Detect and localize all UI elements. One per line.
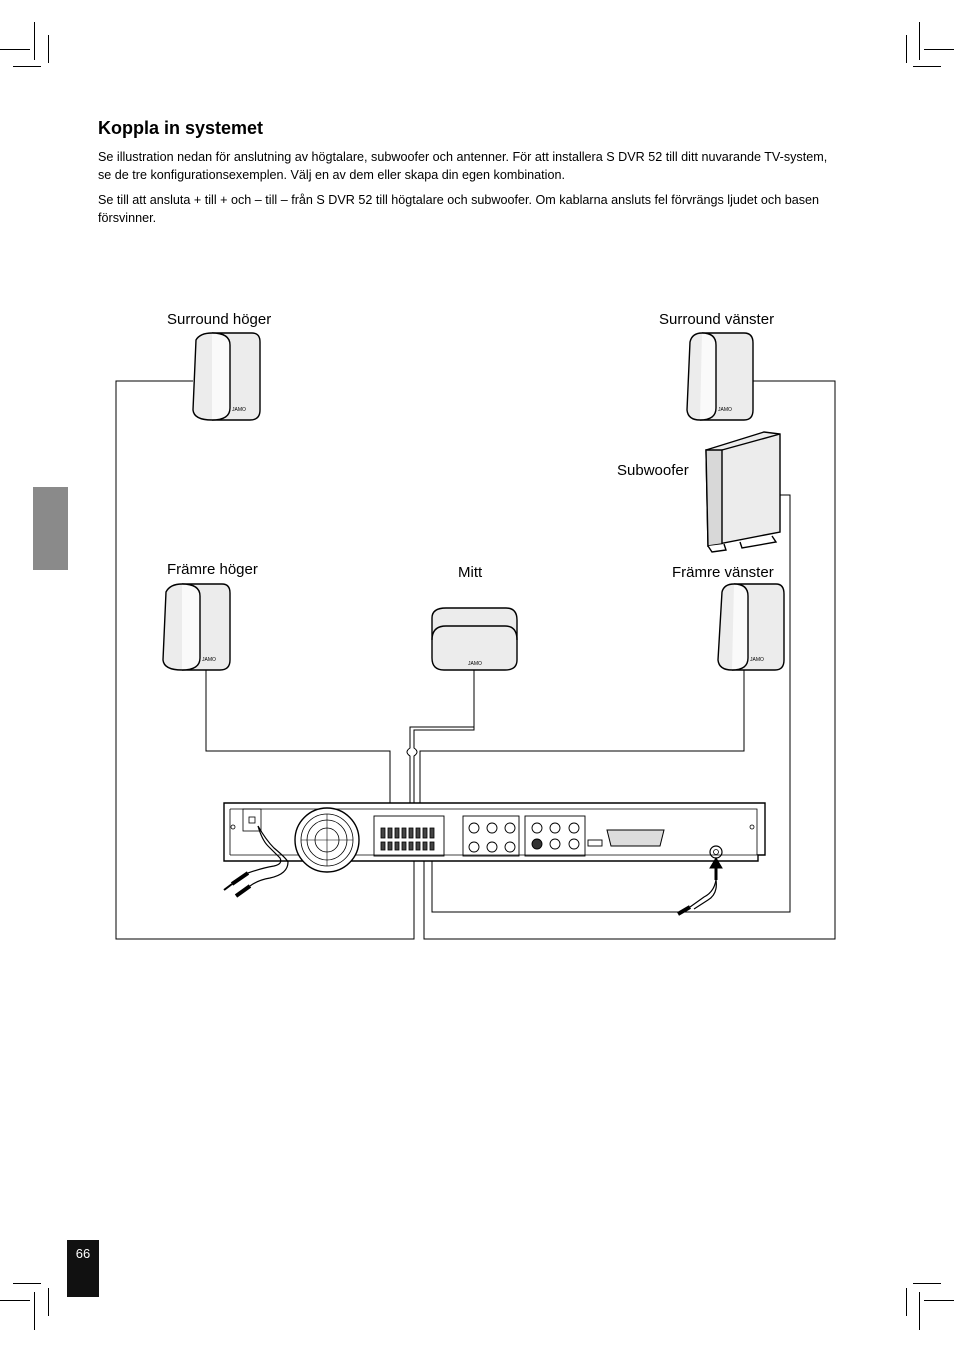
speaker-surround-left: JAMO [686, 332, 754, 421]
label-surround-left: Surround vänster [659, 311, 775, 328]
crop-mark [34, 22, 35, 60]
crop-mark [34, 1292, 35, 1330]
crop-mark [0, 1300, 30, 1301]
crop-mark [913, 66, 941, 67]
power-cord [223, 825, 289, 898]
crop-mark [0, 49, 30, 50]
crop-mark [919, 22, 920, 60]
label-front-left: Främre vänster [672, 564, 774, 581]
crop-mark [906, 35, 907, 63]
speaker-brand-label: JAMO [468, 661, 482, 667]
subwoofer-unit [705, 431, 781, 553]
wire-front-left [419, 670, 745, 826]
intro-paragraph: Se illustration nedan för anslutning av … [98, 150, 828, 182]
label-front-right: Främre höger [167, 561, 258, 578]
crop-mark [13, 1283, 41, 1284]
antenna-cable [676, 857, 723, 916]
speaker-surround-right: JAMO [192, 332, 261, 421]
crop-mark [48, 1288, 49, 1316]
wire-front-right [205, 670, 391, 826]
label-subwoofer: Subwoofer [617, 462, 689, 479]
crop-mark [924, 1300, 954, 1301]
crop-mark [913, 1283, 941, 1284]
crop-mark [924, 49, 954, 50]
wire-surround-left [423, 380, 836, 940]
wire-center [406, 670, 475, 826]
crop-mark [13, 66, 41, 67]
section-tab [33, 487, 68, 570]
crop-mark [48, 35, 49, 63]
speaker-brand-label: JAMO [202, 657, 216, 663]
page-number: 66 [75, 1246, 91, 1261]
wire-surround-right [115, 380, 415, 940]
receiver-back-panel [223, 802, 766, 873]
speaker-front-left: JAMO [717, 583, 785, 671]
page-number-box: 66 [67, 1240, 99, 1297]
crop-mark [906, 1288, 907, 1316]
speaker-brand-label: JAMO [750, 657, 764, 663]
wire-subwoofer [431, 494, 791, 913]
speaker-front-right: JAMO [162, 583, 231, 671]
page-title: Koppla in systemet [98, 118, 264, 138]
speaker-brand-label: JAMO [232, 407, 246, 413]
polarity-paragraph: Se till att ansluta + till + och – till … [98, 193, 820, 225]
speaker-brand-label: JAMO [718, 407, 732, 413]
label-surround-right: Surround höger [167, 311, 272, 328]
crop-mark [919, 1292, 920, 1330]
speaker-center: JAMO [431, 607, 518, 671]
label-center: Mitt [458, 564, 483, 581]
